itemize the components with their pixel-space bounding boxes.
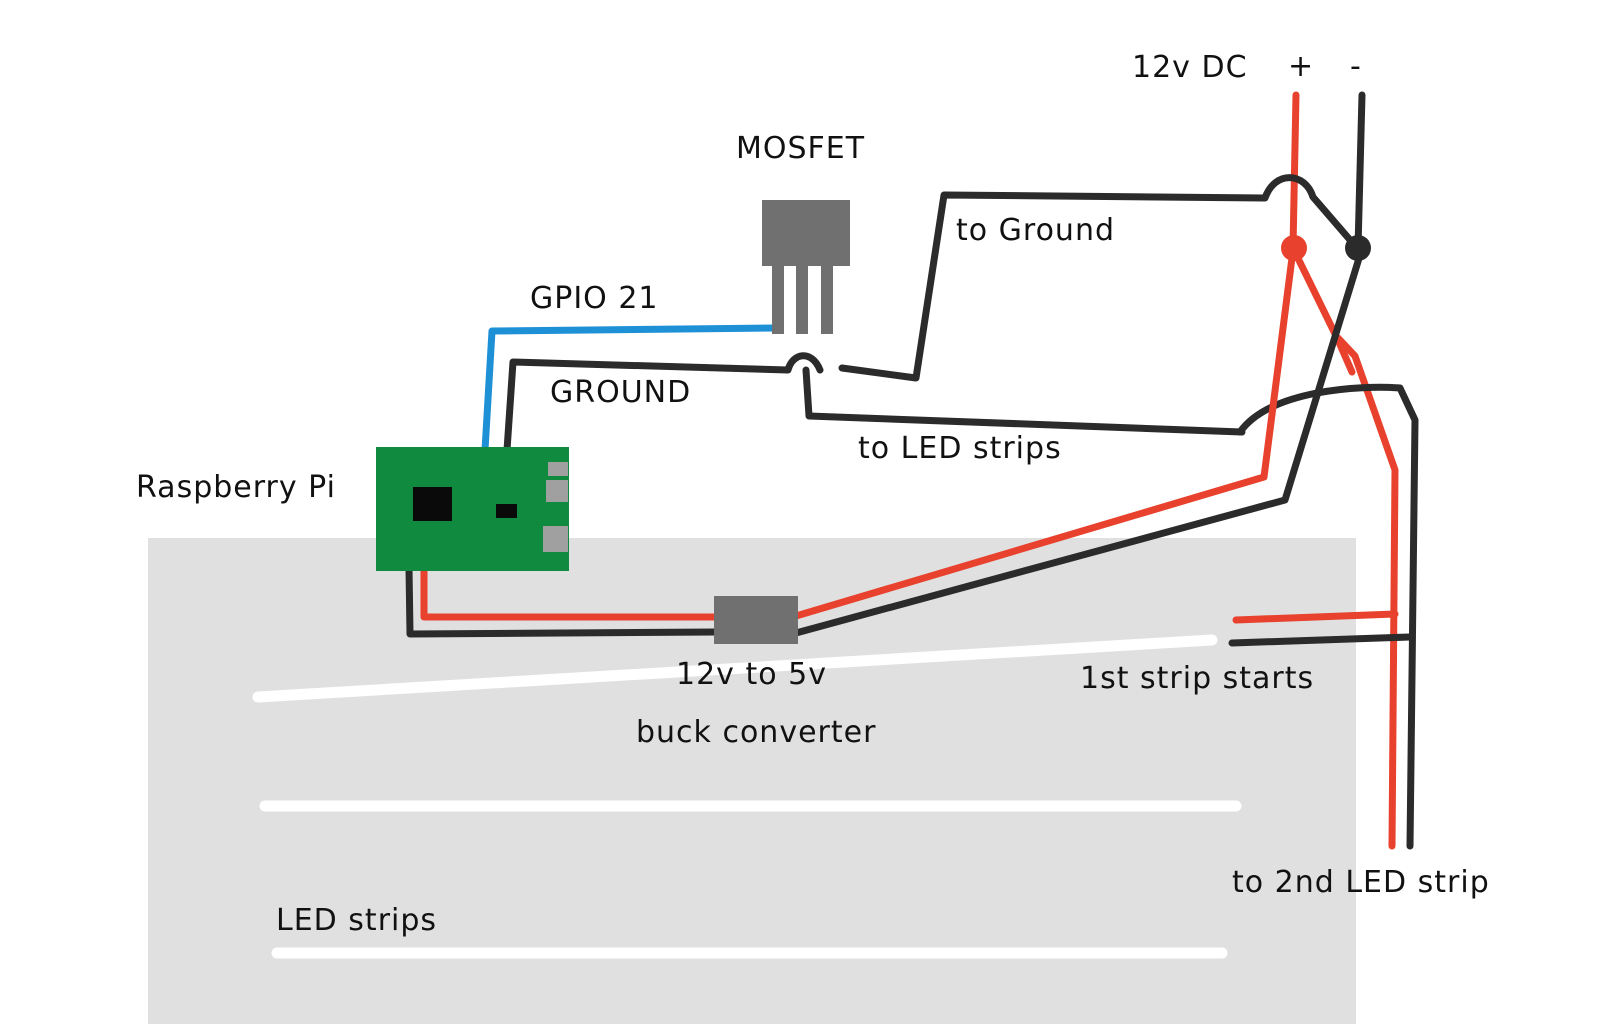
wire-pi-gnd [405,564,720,638]
mosfet-leg-gate [772,264,784,334]
wire-pi-ground [503,352,824,454]
pi-port-1 [548,462,568,476]
wire-buck-positive [792,246,1297,620]
label-plus: + [1288,49,1314,84]
wire-to-led-strips [802,366,1246,436]
pi-chip-small [496,504,517,518]
pi-port-2 [546,480,568,502]
buck-converter [714,596,798,644]
pi-pcb [376,447,569,571]
label-power-source: 12v DC [1132,50,1248,85]
wire-black-to-2nd-strip [1236,383,1419,850]
pi-chip-large [413,487,452,521]
mosfet [762,200,850,334]
label-mosfet: MOSFET [736,131,865,166]
label-to-led-strips: to LED strips [858,431,1062,466]
label-raspberry-pi: Raspberry Pi [136,470,336,505]
wire-black-1st-strip [1228,633,1414,647]
label-minus: - [1350,49,1362,84]
mosfet-leg-source [821,264,833,334]
wire-12v-negative [1354,91,1366,252]
label-buck-line2: buck converter [636,715,876,750]
raspberry-pi-board [376,447,569,571]
label-led-strips: LED strips [276,903,437,938]
label-ground: GROUND [550,375,691,410]
junction-negative [1345,235,1371,261]
wire-buck-negative [792,251,1364,637]
label-buck-line1: 12v to 5v [676,657,827,692]
mosfet-body [762,200,850,266]
label-second-strip: to 2nd LED strip [1232,865,1490,900]
mosfet-leg-drain [796,264,808,334]
wire-pi-5v [420,564,720,621]
pi-port-3 [543,526,568,552]
wire-red-1st-strip [1232,610,1399,624]
wire-12v-positive [1289,91,1356,376]
wire-mosfet-to-ground [838,174,1361,382]
led-strip-1 [252,634,1218,703]
label-to-ground: to Ground [956,213,1115,248]
junction-positive [1281,235,1307,261]
label-gpio: GPIO 21 [530,281,659,316]
wire-red-to-2nd-strip [1334,334,1399,850]
wire-gpio-21 [481,324,780,454]
label-first-strip: 1st strip starts [1080,661,1314,696]
